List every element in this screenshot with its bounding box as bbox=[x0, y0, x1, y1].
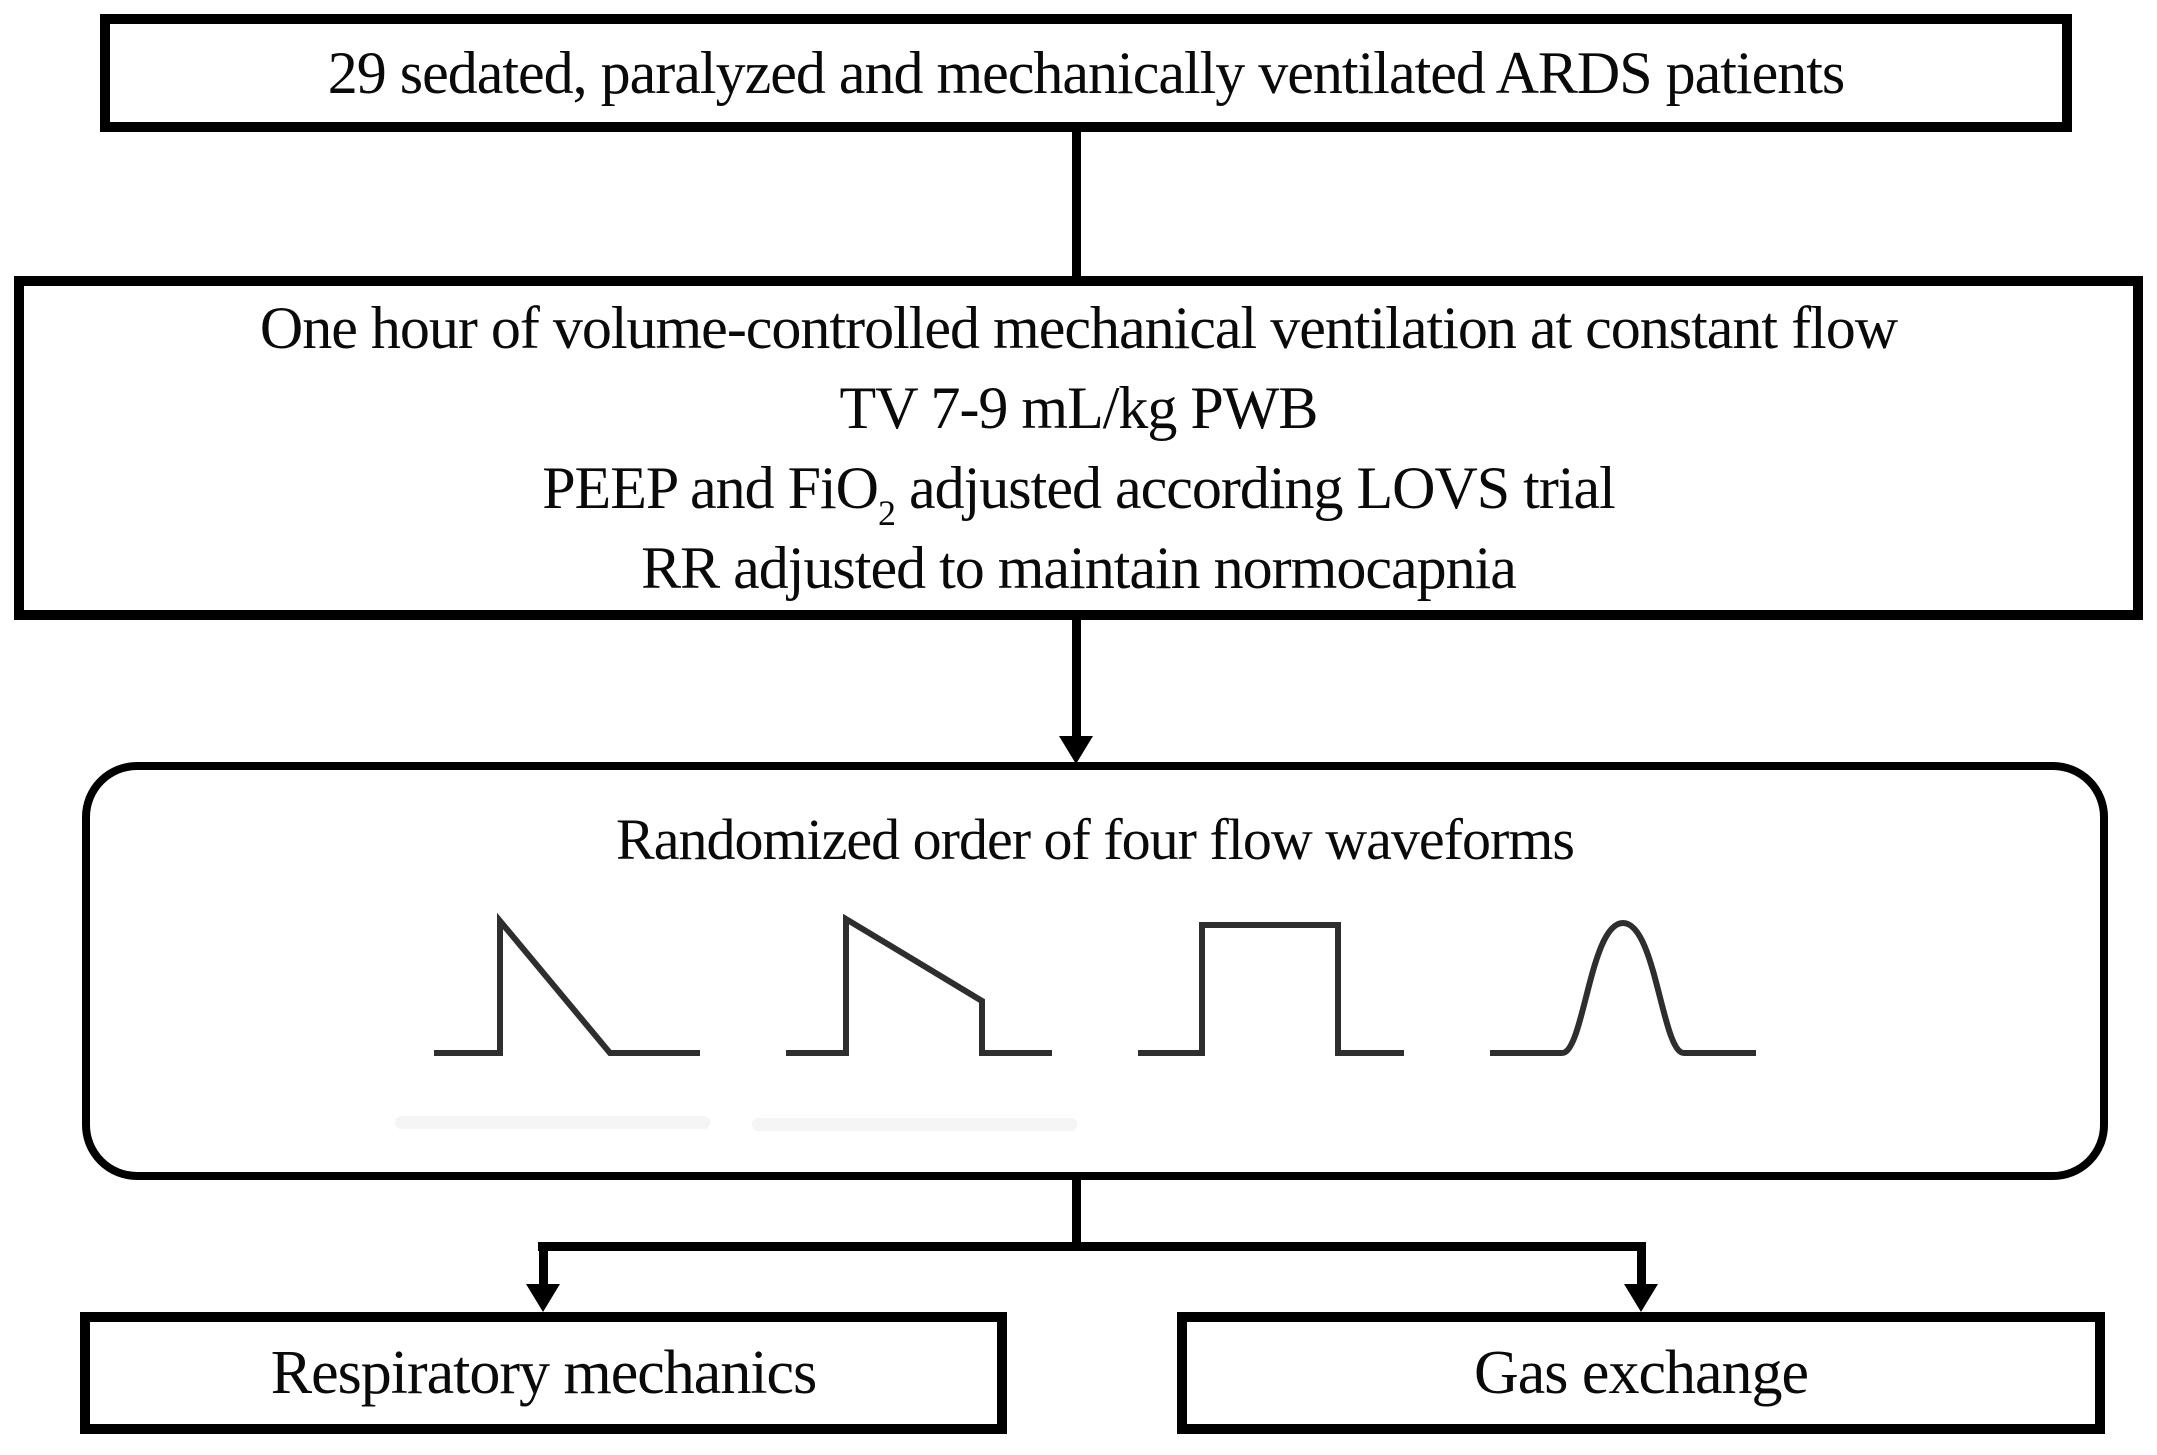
arrowhead-down-right-icon bbox=[1624, 1284, 1658, 1312]
respiratory-mechanics-text: Respiratory mechanics bbox=[270, 1338, 817, 1407]
ventilation-line-4: RR adjusted to maintain normocapnia bbox=[641, 535, 1517, 601]
ventilation-line-1: One hour of volume-controlled mechanical… bbox=[259, 295, 1898, 361]
connector-line-middle bbox=[1072, 612, 1081, 740]
randomization-title: Randomized order of four flow waveforms bbox=[616, 807, 1575, 872]
ventilation-line-3-post: adjusted according LOVS trial bbox=[895, 455, 1616, 521]
ventilation-protocol-box: One hour of volume-controlled mechanical… bbox=[14, 276, 2143, 620]
gas-exchange-text: Gas exchange bbox=[1474, 1338, 1809, 1407]
ventilation-line-3: PEEP and FiO2 adjusted according LOVS tr… bbox=[260, 448, 1897, 531]
descending-ramp-truncated-waveform bbox=[786, 913, 1052, 1056]
connector-line-bottom bbox=[1072, 1172, 1081, 1250]
square-waveform bbox=[1138, 922, 1404, 1056]
waveform-row bbox=[90, 903, 2100, 1075]
gas-exchange-box: Gas exchange bbox=[1177, 1312, 2105, 1434]
fio2-subscript: 2 bbox=[878, 493, 896, 534]
connector-branch-left bbox=[539, 1242, 548, 1286]
respiratory-mechanics-box: Respiratory mechanics bbox=[80, 1312, 1007, 1434]
ventilation-line-3-pre: PEEP and FiO bbox=[542, 455, 879, 521]
arrowhead-down-left-icon bbox=[526, 1284, 560, 1312]
patients-box: 29 sedated, paralyzed and mechanically v… bbox=[100, 14, 2072, 132]
patients-box-text: 29 sedated, paralyzed and mechanically v… bbox=[327, 39, 1845, 106]
connector-branch-bar bbox=[538, 1242, 1646, 1251]
connector-branch-right bbox=[1637, 1242, 1646, 1286]
ventilation-line-2: TV 7-9 mL/kg PWB bbox=[839, 375, 1319, 441]
arrowhead-down-icon bbox=[1059, 736, 1093, 764]
sinusoidal-waveform bbox=[1490, 919, 1756, 1056]
descending-ramp-full-waveform bbox=[434, 912, 700, 1056]
scan-artifact bbox=[395, 1116, 710, 1129]
connector-line-top bbox=[1072, 125, 1081, 280]
randomization-box: Randomized order of four flow waveforms bbox=[82, 762, 2108, 1180]
ventilation-protocol-text: One hour of volume-controlled mechanical… bbox=[259, 288, 1898, 608]
scan-artifact bbox=[752, 1118, 1077, 1131]
